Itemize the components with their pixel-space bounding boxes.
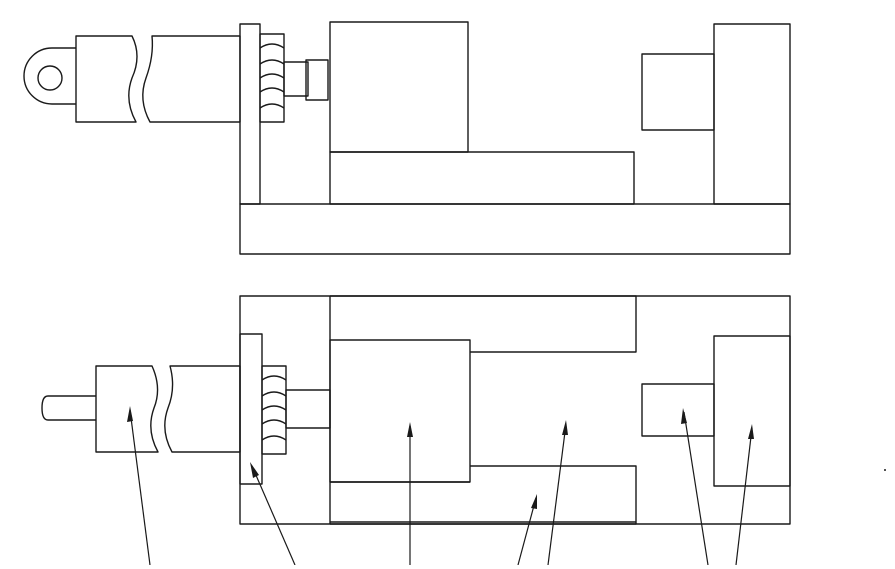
leader-line <box>517 494 537 566</box>
leader-line <box>681 408 709 566</box>
piston-rod <box>285 389 331 429</box>
top-view <box>41 295 791 525</box>
guide-rail-lower <box>330 465 637 525</box>
leader-line <box>250 462 296 566</box>
hex-nut <box>261 365 287 455</box>
fixed-jaw-pad <box>641 383 715 437</box>
fixed-jaw <box>713 23 791 205</box>
leader-lines <box>127 406 754 566</box>
base-plate <box>239 203 791 255</box>
cylinder-clevis <box>23 47 76 105</box>
jaw-slide-plate <box>329 151 635 205</box>
guide-rail-upper <box>330 295 637 353</box>
stray-dot <box>884 469 886 471</box>
piston-rod <box>283 59 329 101</box>
base-frame <box>239 295 791 525</box>
fixed-jaw <box>713 335 791 487</box>
piston-rod-end <box>41 395 96 421</box>
leader-line <box>407 422 413 565</box>
cylinder-barrel <box>95 365 241 453</box>
moving-jaw <box>329 21 469 153</box>
front-view <box>23 21 791 255</box>
leader-line <box>127 406 151 566</box>
end-plate <box>239 333 263 485</box>
moving-jaw <box>329 339 471 483</box>
leader-line <box>547 420 568 566</box>
fixed-jaw-pad <box>641 53 715 131</box>
end-plate <box>239 23 261 205</box>
cylinder-barrel <box>75 35 241 123</box>
leader-line <box>735 424 754 566</box>
hex-nut <box>259 33 285 123</box>
